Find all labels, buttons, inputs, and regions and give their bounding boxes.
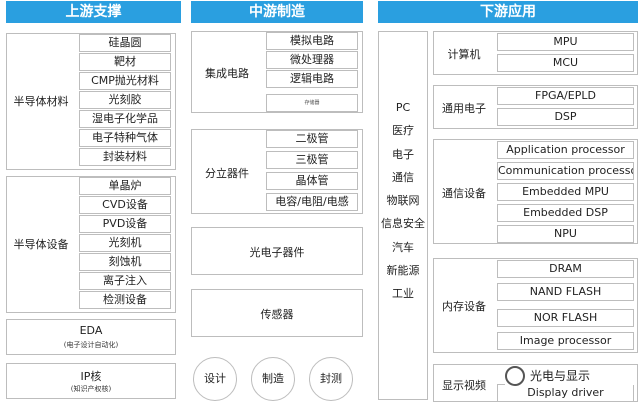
memory-item: NOR FLASH	[497, 309, 634, 327]
discrete-item: 二极管	[266, 130, 358, 148]
communication-item: Communication processor	[497, 162, 634, 180]
application-items: PC 医疗 电子 通信 物联网 信息安全 汽车 新能源 工业	[378, 96, 428, 306]
computer-item: MPU	[497, 33, 634, 51]
application-list	[378, 31, 428, 400]
midstream-header: 中游制造	[191, 1, 363, 23]
application-item: 电子	[392, 147, 414, 161]
application-item: 医疗	[392, 124, 414, 138]
application-item: PC	[395, 101, 411, 114]
eda-box	[6, 319, 176, 355]
communication-item: Embedded DSP	[497, 204, 634, 222]
design-circle: 设计	[193, 357, 237, 401]
discrete-device-label: 分立器件	[205, 167, 249, 180]
application-item: 新能源	[386, 264, 420, 278]
watermark-text: 光电与显示	[530, 369, 591, 383]
ic-item: 存储器	[266, 94, 358, 112]
application-item: 通信	[392, 170, 414, 184]
equipment-item: PVD设备	[79, 215, 171, 233]
materials-label: 半导体材料	[13, 95, 69, 108]
material-item: 封装材料	[79, 148, 171, 166]
integrated-circuit-label: 集成电路	[205, 67, 249, 80]
equipment-item: 单晶炉	[79, 177, 171, 195]
communication-item: Application processor	[497, 141, 634, 159]
manufacturing-circle: 制造	[251, 357, 295, 401]
material-item: 光刻胶	[79, 91, 171, 109]
equipment-item: 光刻机	[79, 234, 171, 252]
application-item: 汽车	[392, 240, 414, 254]
material-item: 湿电子化学品	[79, 110, 171, 128]
material-item: 靶材	[79, 53, 171, 71]
optoelectronics-label: 光电子器件	[249, 246, 305, 259]
display-video-label: 显示视频	[442, 379, 486, 392]
ic-item: 模拟电路	[266, 32, 358, 50]
discrete-item: 晶体管	[266, 172, 358, 190]
equipment-item: 离子注入	[79, 272, 171, 290]
wechat-logo-icon	[505, 365, 525, 386]
general-electronics-item: DSP	[497, 108, 634, 126]
memory-item: Image processor	[497, 332, 634, 350]
material-item: 硅晶圆	[79, 34, 171, 52]
general-electronics-item: FPGA/EPLD	[497, 87, 634, 105]
eda-sublabel: (电子设计自动化)	[63, 341, 119, 349]
equipment-item: CVD设备	[79, 196, 171, 214]
downstream-header: 下游应用	[378, 1, 638, 23]
application-item: 工业	[392, 287, 414, 301]
ic-item: 逻辑电路	[266, 70, 358, 88]
discrete-item: 电容/电阻/电感	[266, 193, 358, 211]
general-electronics-label: 通用电子	[442, 102, 486, 115]
display-video-item: Display driver	[497, 384, 634, 402]
material-item: CMP抛光材料	[79, 72, 171, 90]
ic-item: 微处理器	[266, 51, 358, 69]
ip-core-sublabel: (知识产权核)	[70, 385, 112, 393]
computer-label: 计算机	[447, 48, 481, 61]
equipment-item: 检测设备	[79, 291, 171, 309]
sensors-box	[191, 289, 363, 337]
equipment-item: 刻蚀机	[79, 253, 171, 271]
memory-item: DRAM	[497, 260, 634, 278]
optoelectronics-box	[191, 227, 363, 275]
application-item: 物联网	[386, 194, 420, 208]
application-item: 信息安全	[381, 217, 425, 231]
sensors-label: 传感器	[260, 308, 294, 321]
memory-device-label: 内存设备	[442, 300, 486, 313]
memory-item: NAND FLASH	[497, 283, 634, 301]
equipment-label: 半导体设备	[13, 238, 69, 251]
discrete-item: 三极管	[266, 151, 358, 169]
computer-item: MCU	[497, 54, 634, 72]
upstream-header: 上游支撑	[6, 1, 181, 23]
communication-item: NPU	[497, 225, 634, 243]
eda-label: EDA	[79, 324, 103, 337]
ip-core-box	[6, 363, 176, 399]
communication-device-label: 通信设备	[442, 187, 486, 200]
ip-core-label: IP核	[80, 370, 102, 383]
material-item: 电子特种气体	[79, 129, 171, 147]
watermark: 光电与显示	[505, 365, 637, 386]
packaging-test-circle: 封测	[309, 357, 353, 401]
communication-item: Embedded MPU	[497, 183, 634, 201]
